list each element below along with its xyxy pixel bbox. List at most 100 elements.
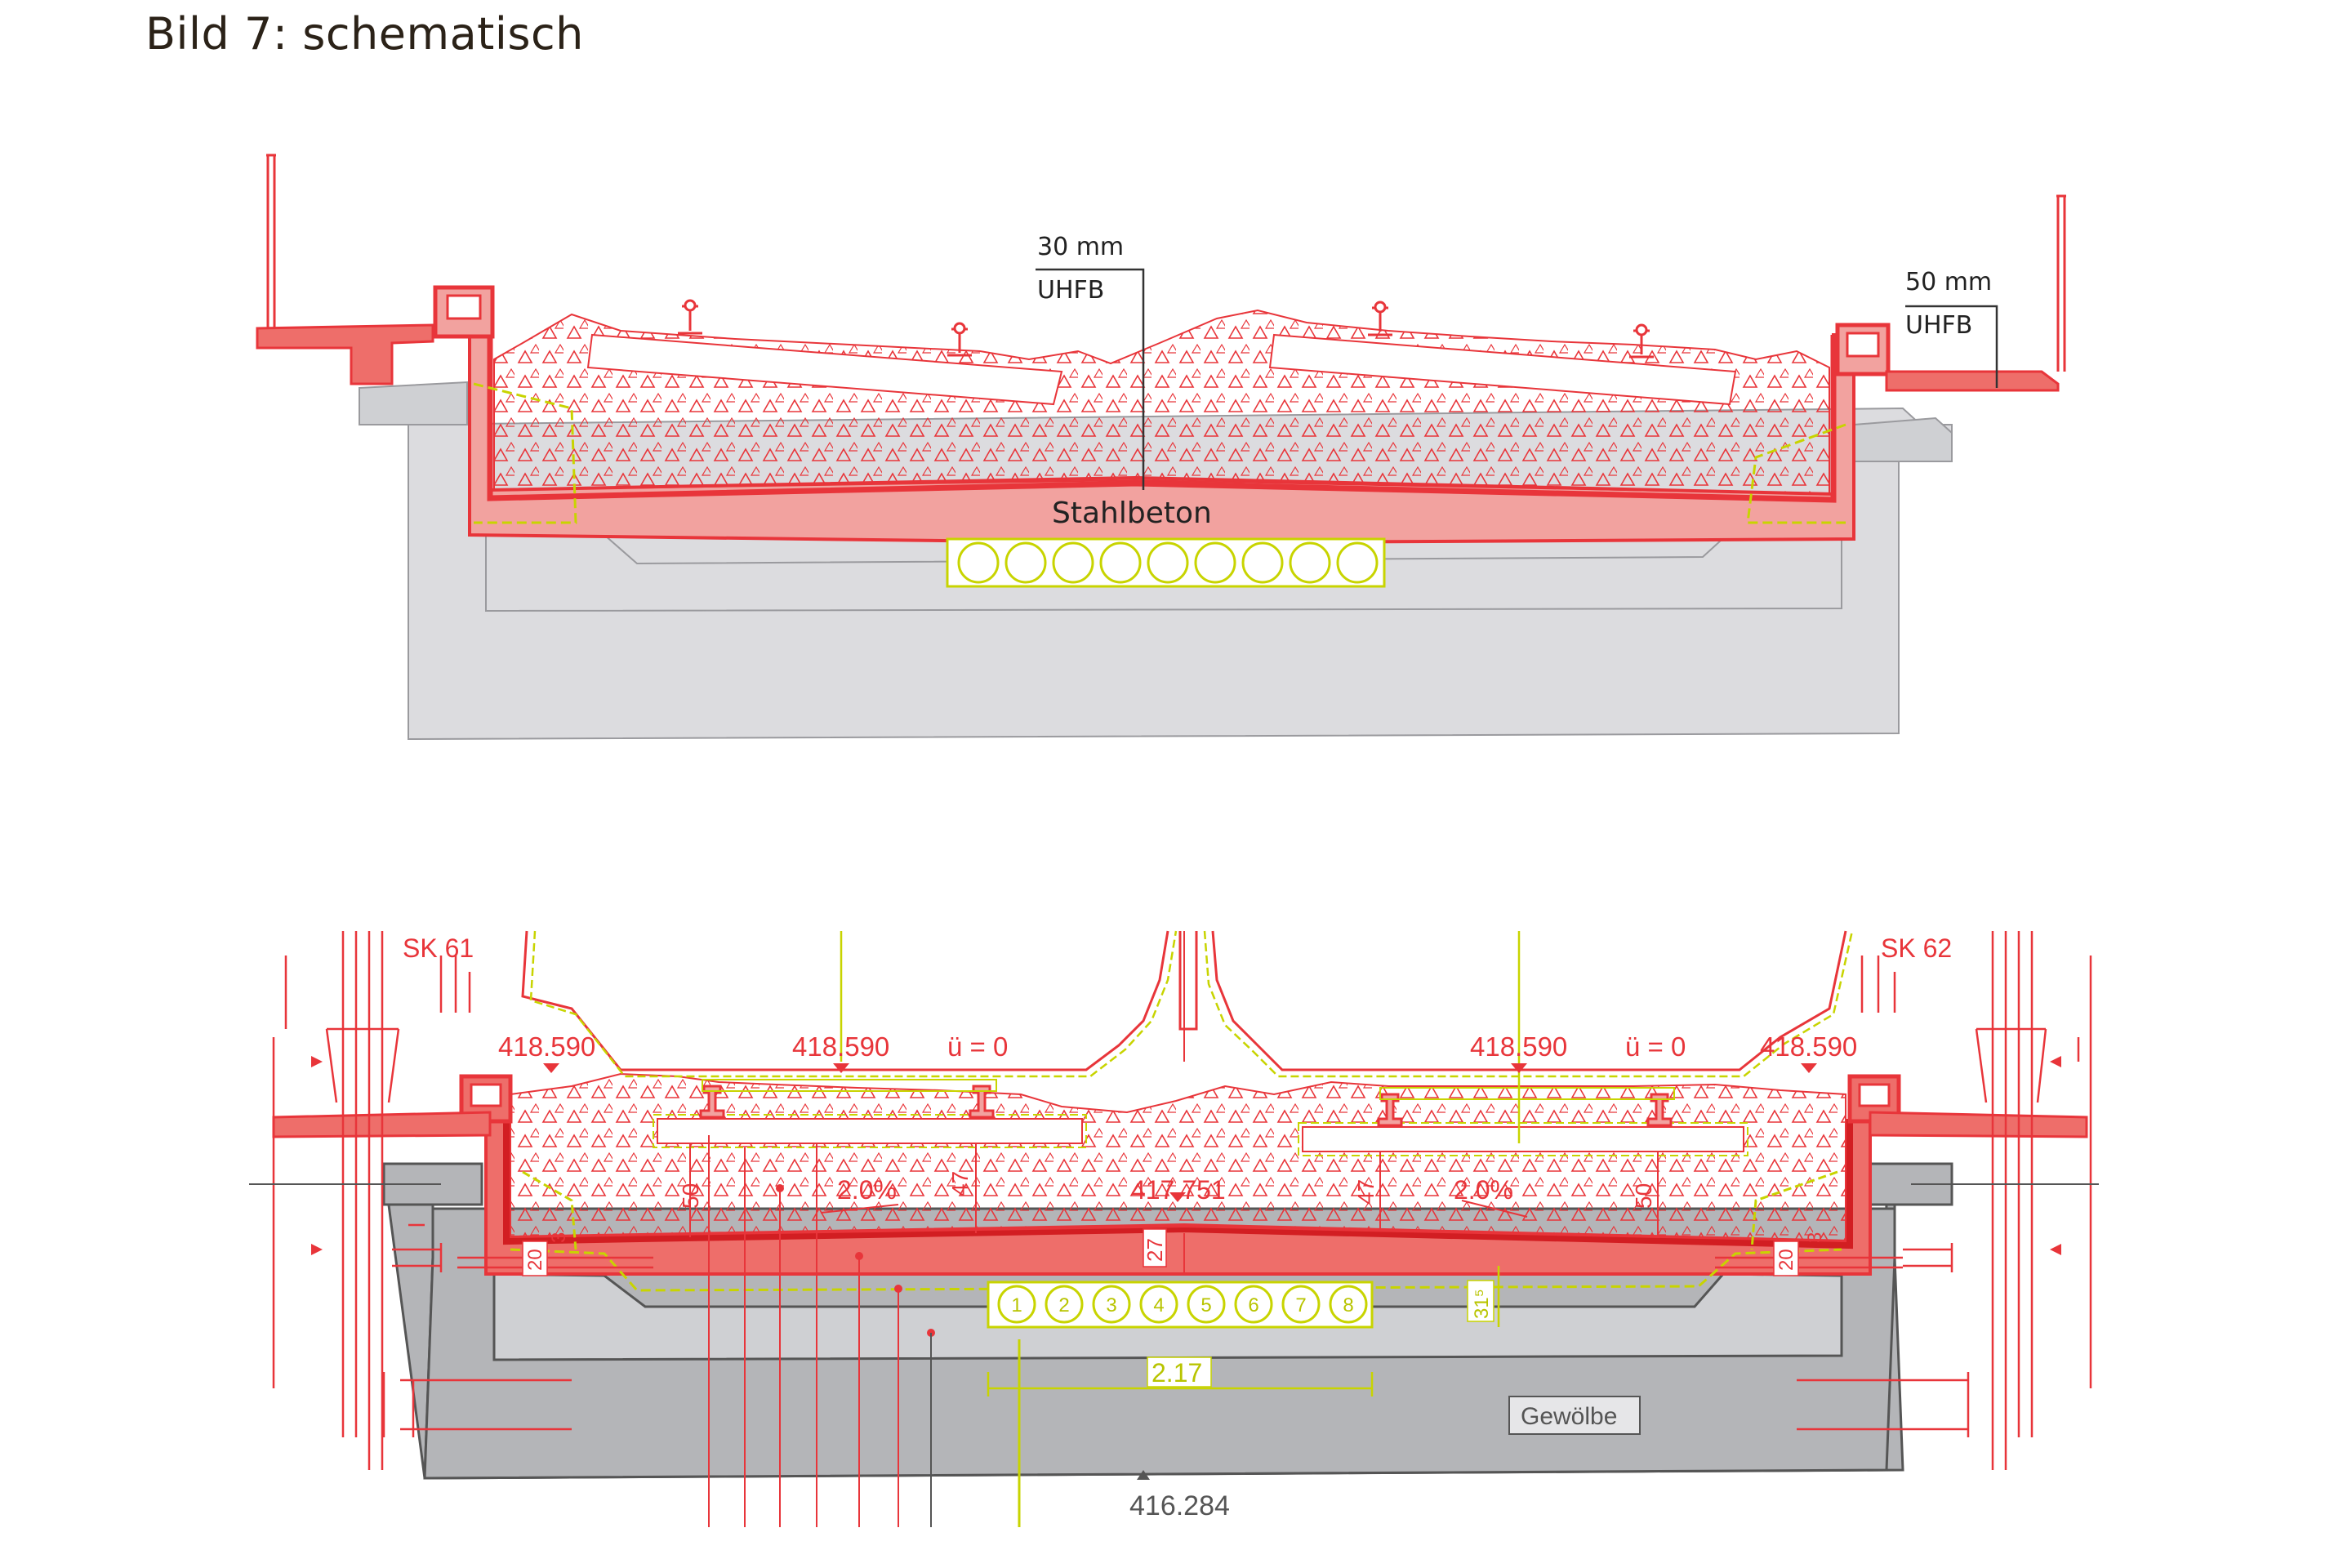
dim-box-20-right (1773, 1241, 1799, 1276)
dim-label-50-left: 50 (678, 1183, 703, 1209)
top-walkway-right (1885, 370, 2060, 392)
top-duct-circle (1336, 541, 1379, 584)
elev-label-bottom: 416.284 (1129, 1490, 1230, 1521)
bottom-upper-outline-left (521, 930, 1169, 1071)
cant-label-left: ü = 0 (947, 1031, 1008, 1062)
bottom-sleeper-left (657, 1118, 1083, 1144)
page-title: Bild 7: schematisch (145, 8, 584, 60)
elev-label-3: 418.590 (1470, 1031, 1567, 1062)
top-leader-right (1905, 305, 1998, 388)
bottom-duct-number: 5 (1200, 1294, 1211, 1316)
dim-label-47-right: 47 (1353, 1179, 1379, 1205)
dim-box-20-left (522, 1241, 548, 1276)
bottom-duct-circle (1139, 1285, 1178, 1324)
bottom-rail-3 (1377, 1093, 1403, 1127)
elev-label-center: 417.751 (1131, 1175, 1226, 1205)
slope-label-right: 2.0% (1454, 1175, 1513, 1205)
top-duct-circle (1099, 541, 1142, 584)
elev-label-2: 418.590 (792, 1031, 889, 1062)
section-label-left: SK 61 (403, 933, 474, 963)
dim-label-20-left: 20 (524, 1249, 546, 1271)
bottom-duct-number: 8 (1343, 1294, 1353, 1316)
top-left-material-label: UHFB (1037, 276, 1104, 305)
bottom-walkway-right (1869, 1111, 2088, 1138)
top-duct-circle (1194, 541, 1236, 584)
top-duct-circle (1052, 541, 1094, 584)
dim-box-217 (1147, 1356, 1212, 1388)
bottom-upper-outline-right-y (1203, 930, 1854, 1078)
bottom-ballast (510, 1072, 1846, 1243)
bottom-duct-circle (1045, 1285, 1084, 1324)
dim-box-27 (1143, 1228, 1167, 1267)
dim-box-31 (1467, 1280, 1494, 1322)
top-vault-cap-left (359, 381, 468, 425)
bottom-upper-outline-right (1211, 930, 1847, 1071)
bottom-duct-circle (1187, 1285, 1226, 1324)
bottom-duct-circle (1092, 1285, 1131, 1324)
dim-label-20-right: 20 (1775, 1249, 1797, 1271)
bottom-duct-number: 3 (1106, 1294, 1116, 1316)
dim-label-27: 27 (1143, 1238, 1167, 1262)
bottom-dim-217 (987, 1372, 1374, 1396)
vault-label-box (1508, 1396, 1641, 1435)
bottom-sleeper-right (1302, 1126, 1744, 1152)
top-sleeper-right (1268, 333, 1737, 406)
bottom-sleeper-right-yellow (1298, 1122, 1748, 1156)
top-schematic: 30 mm UHFB 50 mm UHFB Stahlbeton (256, 154, 2066, 741)
bottom-sleeper-left-yellow (653, 1114, 1087, 1148)
bottom-rail-4 (1646, 1093, 1673, 1127)
top-uhfb-layer (487, 335, 1837, 503)
top-kerb-left-inner (446, 294, 482, 320)
bottom-dim-lines (689, 1143, 1659, 1274)
slope-label-left: 2.0% (837, 1175, 897, 1205)
bottom-duct-number: 1 (1011, 1294, 1022, 1316)
bottom-center-post (1178, 931, 1198, 1031)
top-vault-cap-right (1853, 416, 1953, 462)
top-leader-left (1036, 268, 1145, 490)
bottom-elev-markers (543, 1063, 1817, 1202)
dim-label-50-right: 50 (1631, 1183, 1656, 1209)
top-duct-circle (957, 541, 1000, 584)
top-walkway-left (256, 323, 434, 385)
bottom-elev-marker-bottom (1137, 1470, 1150, 1480)
top-duct-circle (1004, 541, 1047, 584)
bottom-right-rig (1715, 931, 2092, 1470)
elev-label-4: 418.590 (1760, 1031, 1857, 1062)
top-yellow-outline-right (1746, 423, 1846, 524)
bottom-yellow-trough (510, 1248, 1842, 1292)
top-handrail-right (2056, 194, 2066, 372)
bottom-upper-outline-left-y (529, 930, 1178, 1078)
top-duct-circle (1289, 541, 1331, 584)
top-duct-group (957, 541, 1379, 584)
bottom-duct-number: 6 (1248, 1294, 1258, 1316)
bottom-uhfb-layer (503, 1119, 1853, 1250)
bottom-rail-1 (699, 1085, 725, 1119)
bottom-duct-number: 4 (1153, 1294, 1164, 1316)
top-left-thickness-label: 30 mm (1037, 233, 1124, 261)
top-kerb-right-inner (1846, 332, 1880, 358)
top-ballast (493, 309, 1830, 496)
bottom-rail-2 (969, 1085, 995, 1119)
top-right-thickness-label: 50 mm (1905, 268, 1992, 296)
bottom-plan: Gewölbe (249, 930, 2099, 1527)
dim-label-31: 31⁵ (1471, 1289, 1493, 1319)
bottom-yellow-side-left (522, 1170, 577, 1250)
cant-label-right: ü = 0 (1625, 1031, 1686, 1062)
top-yellow-outline-left (473, 382, 577, 524)
bottom-duct-number: 2 (1058, 1294, 1069, 1316)
section-label-right: SK 62 (1881, 933, 1952, 963)
bottom-duct-circle (1329, 1285, 1368, 1324)
bottom-kerb-right-inner (1858, 1083, 1891, 1107)
bottom-yellow-side-right (1750, 1170, 1838, 1250)
bottom-duct-circle (1234, 1285, 1273, 1324)
top-slab-label: Stahlbeton (1052, 497, 1212, 530)
dim-label-3-right: 3 (1804, 1232, 1826, 1243)
bottom-duct-circle (1281, 1285, 1321, 1324)
dim-label-3-left: 3 (548, 1232, 570, 1243)
top-sleeper-left (586, 333, 1063, 406)
top-right-material-label: UHFB (1905, 311, 1972, 340)
elev-label-1: 418.590 (498, 1031, 595, 1062)
bottom-rail-bar-right (1379, 1087, 1675, 1100)
